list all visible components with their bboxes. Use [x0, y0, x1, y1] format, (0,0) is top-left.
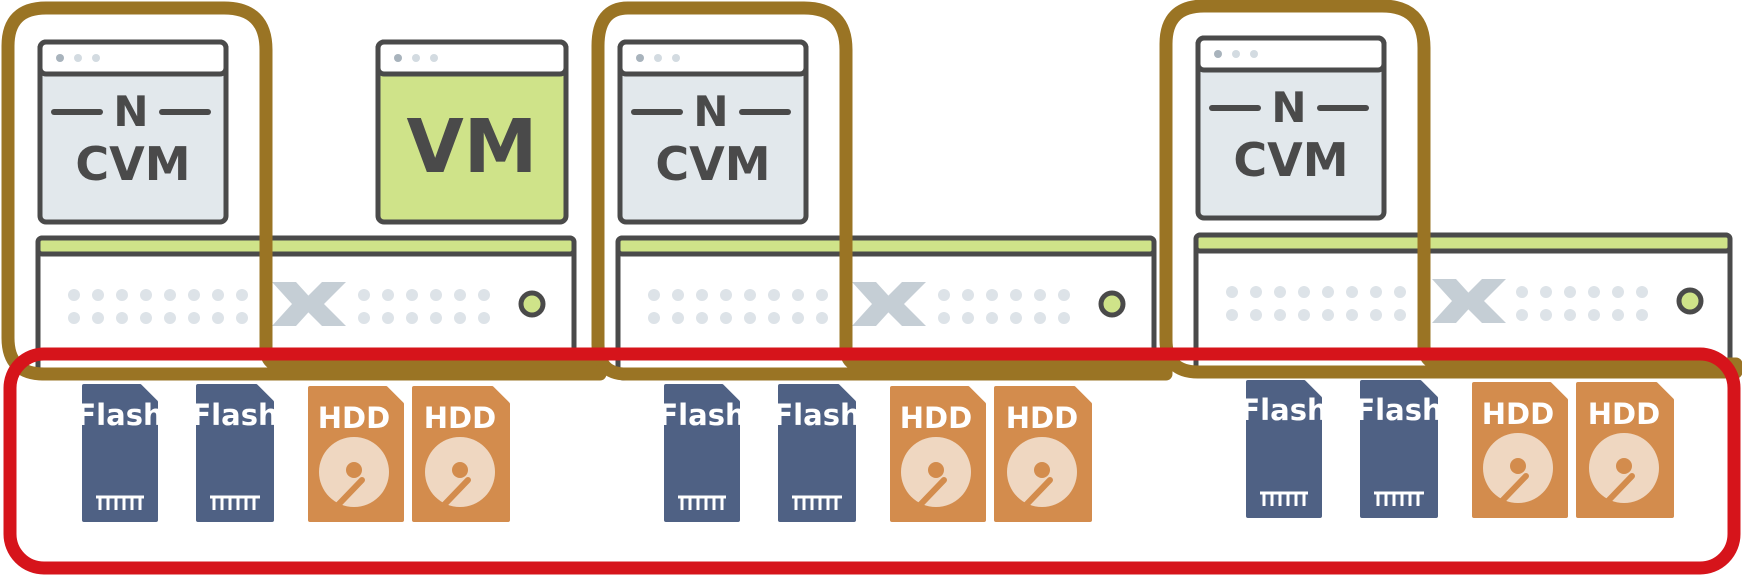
server-power-led [1098, 290, 1126, 318]
node-2-drives: Flash Flash HDD HDD [658, 384, 1092, 522]
node-3: N CVM [1193, 35, 1733, 378]
server-vent-dots-right [938, 289, 1070, 324]
node-outline-2 [591, 1, 1173, 381]
drive-label: Flash [76, 398, 163, 432]
hard-disk-icon [425, 437, 495, 508]
vm-label: VM [407, 104, 538, 190]
server-power-led [518, 290, 546, 318]
nutanix-x-logo-icon [1432, 279, 1506, 323]
nutanix-n-icon: N [693, 87, 728, 136]
cvm-window-2: N CVM [617, 39, 809, 225]
server-vent-dots-right [1516, 286, 1648, 321]
hard-disk-icon [319, 437, 389, 508]
node-outlines [1, 0, 1742, 381]
drive-label: Flash [1355, 393, 1442, 427]
node-outline-3 [1159, 0, 1742, 379]
vm-window-1: VM [375, 39, 569, 225]
hdd-drive: HDD [308, 386, 404, 522]
flash-drive: Flash [1355, 380, 1443, 518]
server-top-bar [1193, 232, 1733, 254]
flash-chip-icon [96, 495, 144, 510]
cvm-window-1: N CVM [37, 39, 229, 225]
node-2: N CVM [615, 39, 1157, 381]
server-vent-dots-left [1226, 286, 1406, 321]
cvm-label: CVM [655, 137, 770, 191]
flash-chip-icon [1260, 491, 1308, 506]
flash-chip-icon [792, 495, 842, 510]
flash-drive: Flash [773, 384, 861, 522]
drive-label: HDD [1482, 397, 1554, 431]
flash-chip-icon [1374, 491, 1424, 506]
cvm-label: CVM [75, 137, 190, 191]
hdd-drive: HDD [412, 386, 510, 522]
hard-disk-icon [1589, 433, 1659, 504]
drive-label: HDD [1006, 401, 1078, 435]
hard-disk-icon [1007, 437, 1077, 508]
hdd-drive: HDD [1576, 382, 1674, 518]
drive-label: Flash [658, 398, 745, 432]
hdd-drive: HDD [1472, 382, 1568, 518]
nutanix-x-logo-icon [272, 282, 346, 326]
server-vent-dots-left [648, 289, 828, 324]
flash-chip-icon [210, 495, 260, 510]
drive-label: Flash [191, 398, 278, 432]
flash-drive: Flash [191, 384, 279, 522]
storage-pool-outline [3, 347, 1741, 575]
drive-label: HDD [424, 401, 496, 435]
nutanix-x-logo-icon [852, 282, 926, 326]
server-chassis-1 [35, 235, 577, 381]
server-chassis-2 [615, 235, 1157, 381]
flash-drive: Flash [1240, 380, 1328, 518]
hard-disk-icon [1483, 433, 1553, 504]
server-top-bar [35, 235, 577, 257]
nutanix-n-icon: N [113, 87, 148, 136]
drive-label: HDD [900, 401, 972, 435]
drive-label: Flash [1240, 393, 1327, 427]
flash-drive: Flash [658, 384, 746, 522]
flash-chip-icon [678, 495, 726, 510]
server-power-led [1676, 287, 1704, 315]
nutanix-n-icon: N [1271, 83, 1306, 132]
drive-label: HDD [1588, 397, 1660, 431]
flash-drive: Flash [76, 384, 164, 522]
node-3-drives: Flash Flash HDD HDD [1240, 380, 1674, 518]
drive-label: Flash [773, 398, 860, 432]
cvm-window-3: N CVM [1195, 35, 1387, 221]
node-1-drives: Flash Flash HDD HDD [76, 384, 510, 522]
server-vent-dots-right [358, 289, 490, 324]
server-vent-dots-left [68, 289, 248, 324]
hard-disk-icon [901, 437, 971, 508]
drive-label: HDD [318, 401, 390, 435]
cvm-label: CVM [1233, 133, 1348, 187]
server-top-bar [615, 235, 1157, 257]
hdd-drive: HDD [890, 386, 986, 522]
hdd-drive: HDD [994, 386, 1092, 522]
node-1: N CVM VM [35, 39, 577, 381]
